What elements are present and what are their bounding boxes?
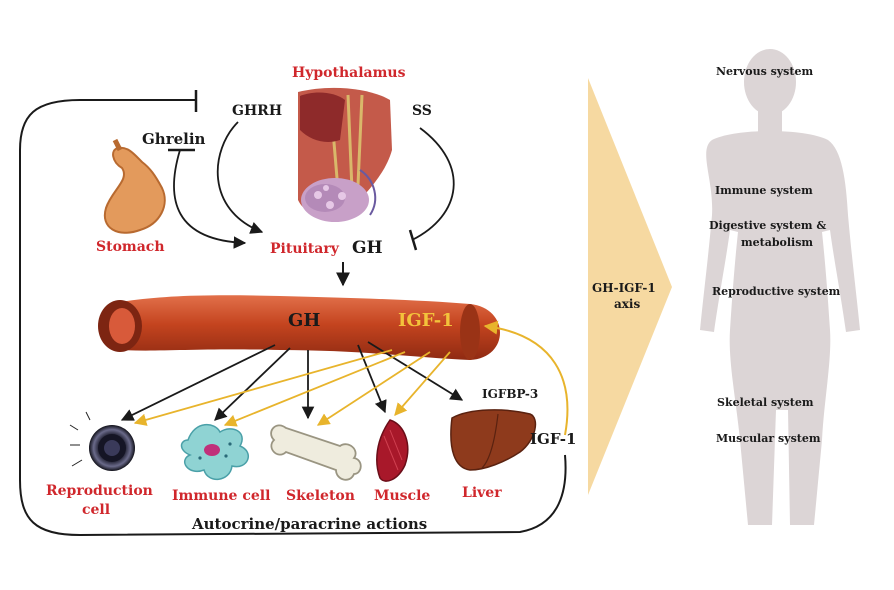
skeleton-label: Skeleton [286,488,355,504]
igf1-arrow-reproduction [133,349,393,426]
system-skeletal: Skeletal system [717,396,814,409]
ss-inhibition-line [411,127,455,241]
liver-igf1-return-arrow [483,320,569,436]
muscle-illustration [376,419,409,482]
system-muscular: Muscular system [716,432,821,445]
system-digestive-line1: Digestive system & [709,219,827,232]
hypothalamus-label: Hypothalamus [292,65,406,81]
stomach-illustration [103,138,166,234]
human-silhouette [700,49,860,525]
autocrine-label: Autocrine/paracrine actions [192,515,428,533]
igf1-arrow-muscle [394,351,451,416]
feedback-loop-line [19,99,567,537]
igf1-vessel-label: IGF-1 [398,310,454,331]
reproduction-cell-label-line2: cell [82,502,111,518]
stomach-label: Stomach [96,239,165,255]
ss-label: SS [412,103,432,119]
system-digestive-line2: metabolism [741,236,814,249]
igf1-arrow-immune [223,351,406,427]
egg-cell-illustration [69,411,135,471]
igf1-arrow-skeleton [316,351,431,426]
gh-pituitary-label: GH [352,238,383,258]
system-immune: Immune system [715,184,813,197]
ghrelin-label: Ghrelin [142,130,206,148]
ss-inhibition-bar [408,229,418,251]
liver-label: Liver [462,485,502,501]
reproduction-cell-label-line1: Reproduction [46,483,153,499]
axis-triangle [588,78,672,495]
ghrh-label: GHRH [232,103,283,119]
system-nervous: Nervous system [716,65,814,78]
hypothalamus-illustration [298,87,392,222]
ghrelin-arrow [173,149,247,249]
igf1-liver-label: IGF-1 [530,430,577,448]
ghrh-arrow [216,121,264,234]
immune-cell-illustration [180,424,250,480]
gh-arrow-immune [214,347,291,421]
immune-cell-label: Immune cell [172,488,271,504]
bone-illustration [270,424,362,481]
gh-arrow-muscle [357,344,387,414]
blood-vessel-illustration [98,295,500,360]
igfbp3-label: IGFBP-3 [482,387,539,401]
liver-illustration [450,409,537,471]
muscle-label: Muscle [374,488,431,504]
axis-label-line1: GH-IGF-1 [592,281,656,295]
pituitary-label: Pituitary [270,241,339,257]
gh-vessel-label: GH [288,310,321,331]
system-reproductive: Reproductive system [712,285,841,298]
gh-arrow-reproduction [120,344,276,421]
axis-label-line2: axis [614,297,641,311]
